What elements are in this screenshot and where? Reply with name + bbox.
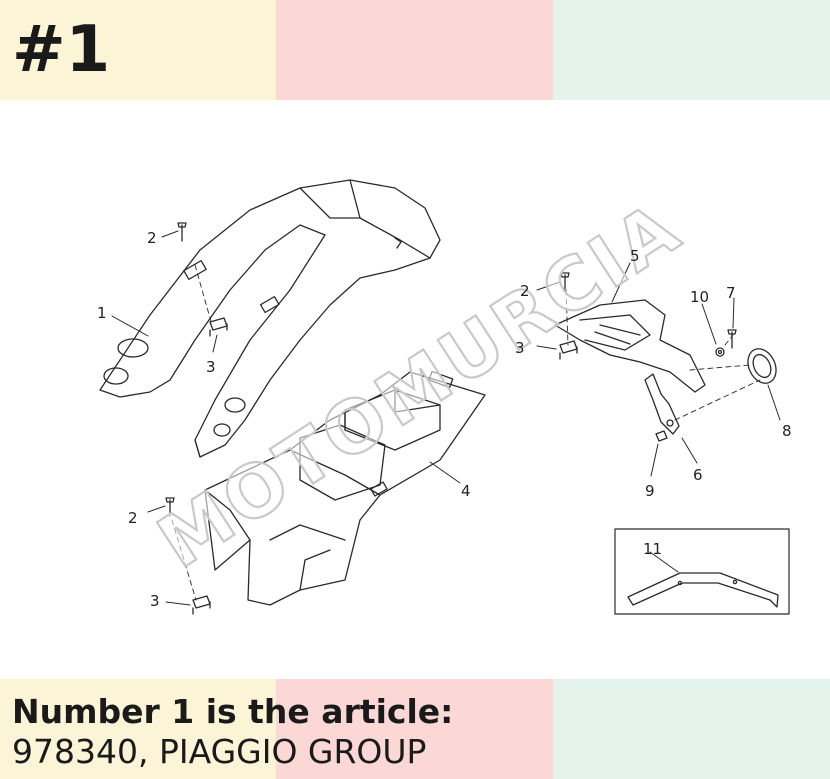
page-title: #1 <box>12 13 111 87</box>
assembly-dash-lines <box>171 264 761 601</box>
caption-band-pink <box>276 679 553 779</box>
header-band-pink <box>276 0 553 100</box>
caption-band-mint <box>553 679 830 779</box>
part-11-inset <box>614 528 790 615</box>
callout-3c: 3 <box>150 592 160 610</box>
caption-heading: Number 1 is the article: <box>12 692 454 731</box>
parts-6-to-10-hardware <box>644 329 777 442</box>
callout-11: 11 <box>643 540 662 558</box>
callout-labels: 1 2 3 2 3 4 2 3 5 10 7 8 6 9 11 <box>97 229 792 610</box>
callout-7: 7 <box>726 284 736 302</box>
callout-2b: 2 <box>520 282 530 300</box>
callout-6: 6 <box>693 466 703 484</box>
part-4-inner-mudguard <box>204 370 486 606</box>
fasteners-left <box>165 222 578 615</box>
part-5-plate-holder <box>554 299 706 393</box>
callout-1: 1 <box>97 304 107 322</box>
leader-lines <box>111 230 781 606</box>
callout-3a: 3 <box>206 358 216 376</box>
header-band-yellow <box>0 0 276 100</box>
callout-4: 4 <box>461 482 471 500</box>
callout-9: 9 <box>645 482 655 500</box>
exploded-parts-diagram: MOTOMURCIA 1 2 3 2 3 4 2 3 5 10 7 8 6 9 … <box>97 179 792 615</box>
callout-3b: 3 <box>515 339 525 357</box>
caption-band <box>0 679 830 779</box>
callout-2a: 2 <box>147 229 157 247</box>
callout-5: 5 <box>630 247 640 265</box>
callout-8: 8 <box>782 422 792 440</box>
header-band-mint <box>553 0 830 100</box>
caption-article-info: 978340, PIAGGIO GROUP <box>12 732 427 771</box>
callout-10: 10 <box>690 288 709 306</box>
part-1-rear-fender <box>99 179 441 458</box>
header-band <box>0 0 830 100</box>
callout-2c: 2 <box>128 509 138 527</box>
caption-band-yellow <box>0 679 276 779</box>
